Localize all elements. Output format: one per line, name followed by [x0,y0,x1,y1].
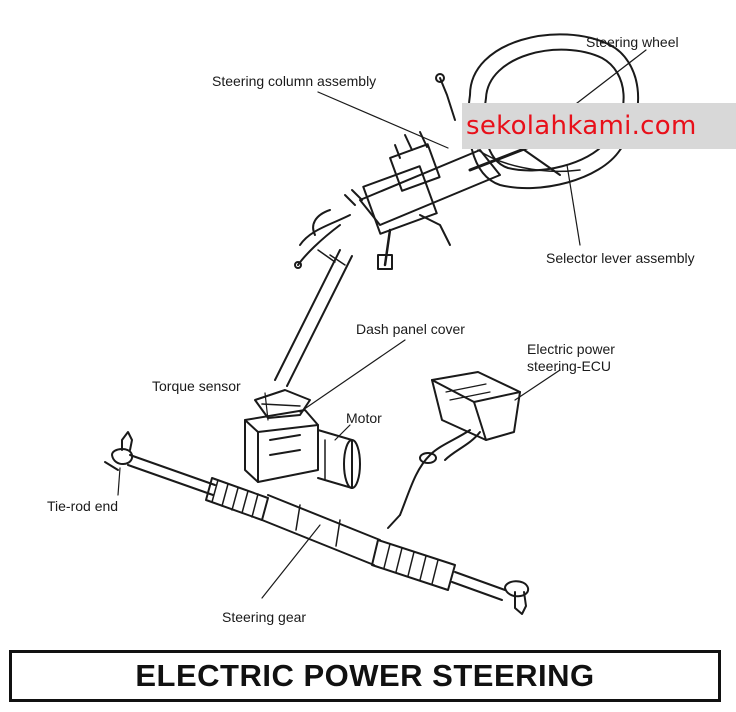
torque-sensor [244,409,319,483]
tie-rod-end-right [504,580,530,615]
intermediate-shaft [274,249,353,387]
dash-panel-cover [254,389,311,419]
motor [317,429,361,489]
leader-lines [117,49,647,599]
electric-power-steering-ecu [431,371,521,441]
label-dash-panel-cover: Dash panel cover [356,321,465,337]
label-torque-sensor: Torque sensor [152,378,241,394]
watermark-text: sekolahkami.com [466,111,697,141]
label-steering-wheel: Steering wheel [586,34,679,50]
watermark: sekolahkami.com [462,103,736,149]
title-box: ELECTRIC POWER STEERING [9,650,721,702]
tie-rod-end-left [104,431,134,471]
label-steering-gear: Steering gear [222,609,307,625]
ecu-harness [387,429,481,529]
label-steering-column-assembly: Steering column assembly [212,73,377,89]
label-ecu-line1: Electric power [527,341,615,357]
label-tie-rod-end: Tie-rod end [47,498,119,514]
steering-system-diagram [104,33,647,615]
label-motor: Motor [346,410,382,426]
page-title: ELECTRIC POWER STEERING [135,658,595,693]
steering-column-assembly [294,73,562,270]
label-selector-lever-assembly: Selector lever assembly [546,250,695,266]
label-ecu-line2: steering-ECU [527,358,612,374]
steering-gear [127,454,506,601]
